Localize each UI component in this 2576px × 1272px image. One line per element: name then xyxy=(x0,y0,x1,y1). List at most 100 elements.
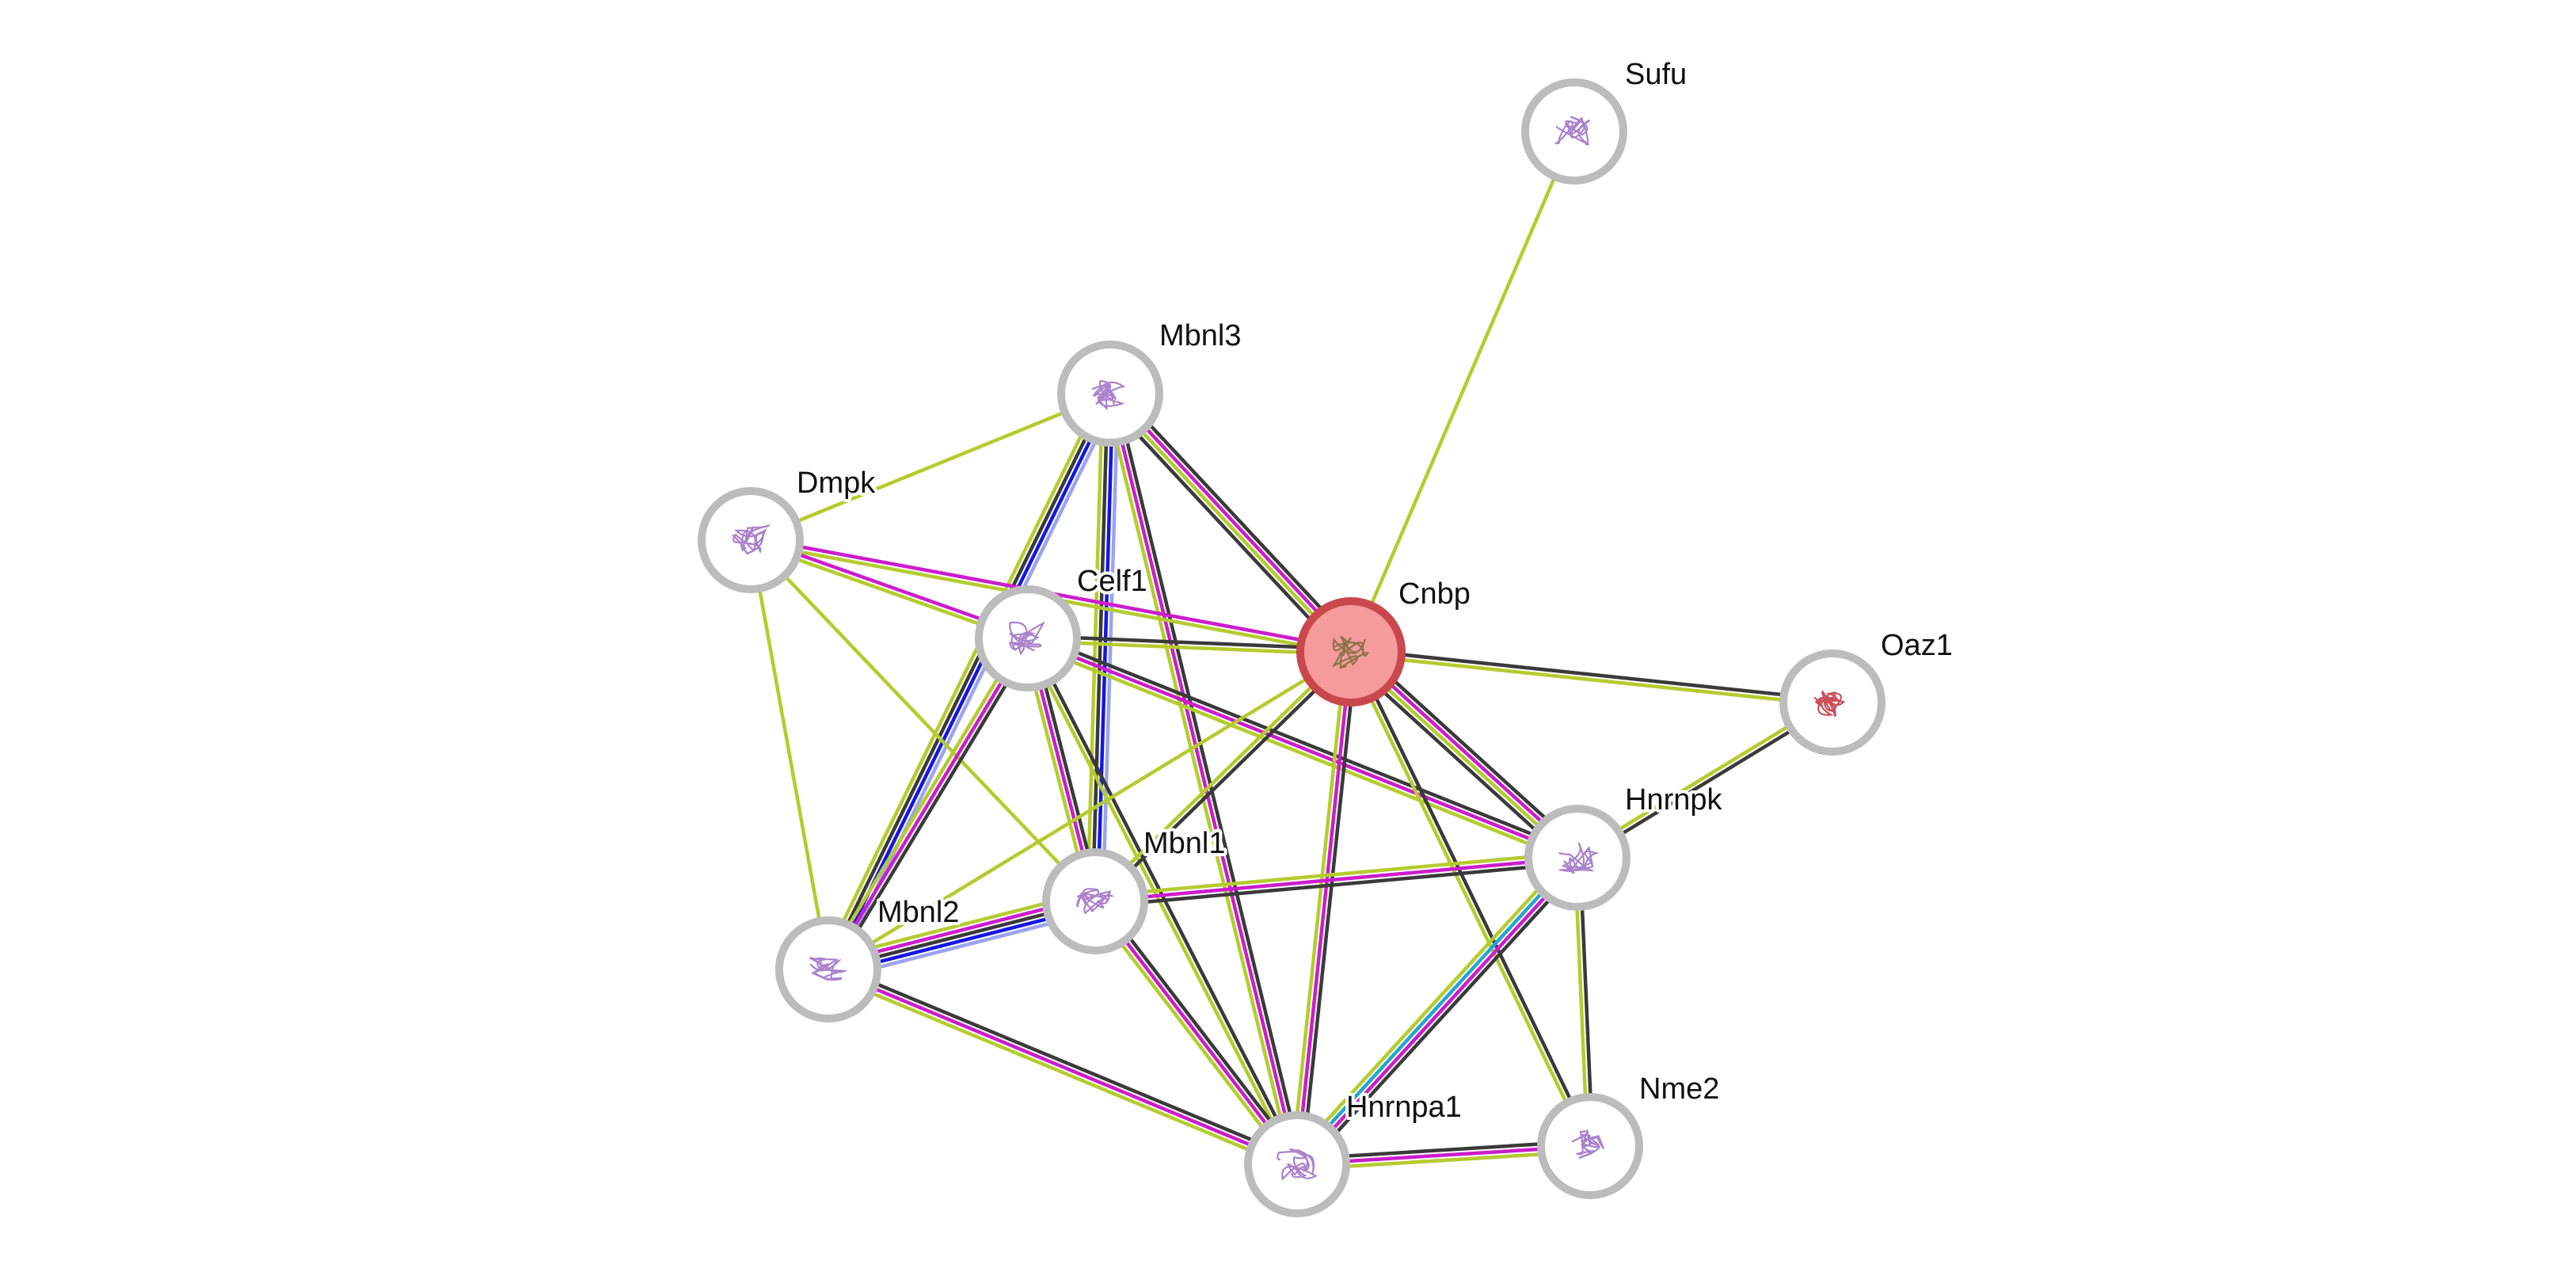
edge-strand-textmining xyxy=(1347,652,1590,1148)
edge-strand-coexpression xyxy=(1095,861,1578,908)
edge-strand-experiments xyxy=(1110,390,1355,652)
edge-strand-coexpression xyxy=(1301,862,1585,1171)
protein-structure-icon xyxy=(809,957,848,981)
protein-structure-icon xyxy=(732,524,771,555)
edges-layer xyxy=(748,131,1835,1171)
edge-mbnl1-hnrnpa1[interactable] xyxy=(1090,897,1303,1169)
node-hnrnpa1[interactable]: Hnrnpa1 xyxy=(1244,1087,1465,1217)
edge-strand-coexpression xyxy=(829,962,1300,1162)
node-ring xyxy=(1296,597,1406,706)
node-label: Hnrnpa1 xyxy=(1346,1091,1462,1124)
node-label: Oaz1 xyxy=(1881,629,1953,662)
edge-strand-textmining xyxy=(827,650,1353,971)
node-label: Mbnl1 xyxy=(1143,827,1226,860)
node-mbnl3[interactable]: Mbnl3 xyxy=(1057,316,1245,447)
edge-strand-coexpression xyxy=(1090,393,1110,901)
node-label: Mbnl3 xyxy=(1159,319,1242,352)
node-sufu[interactable]: Sufu xyxy=(1521,55,1690,185)
edge-strand-coexpression xyxy=(1351,647,1833,703)
edge-strand-textmining xyxy=(1092,649,1351,901)
edge-celf1-mbnl2[interactable] xyxy=(822,634,1034,973)
node-ring xyxy=(1524,805,1630,911)
edge-hnrnpk-hnrnpa1[interactable] xyxy=(1290,851,1585,1171)
node-nme2[interactable]: Nme2 xyxy=(1537,1069,1722,1199)
edge-strand-coexpression xyxy=(1029,631,1581,855)
edge-mbnl3-dmpk[interactable] xyxy=(750,391,1111,543)
edge-strand-coexpression xyxy=(824,391,1110,969)
node-ring xyxy=(975,585,1081,691)
node-cnbp[interactable]: Cnbp xyxy=(1296,574,1474,706)
edge-strand-experiments xyxy=(1295,651,1353,1165)
node-label: Mbnl2 xyxy=(877,896,960,929)
node-ring xyxy=(1521,78,1627,185)
node-ring xyxy=(698,487,804,593)
node-ring xyxy=(1244,1111,1350,1217)
edge-cnbp-nme2[interactable] xyxy=(1347,649,1594,1148)
node-label: Cnbp xyxy=(1398,577,1471,611)
edge-strand-databases xyxy=(1293,855,1577,1164)
node-mbnl2[interactable]: Mbnl2 xyxy=(775,893,963,1023)
edge-strand-textmining xyxy=(825,972,1296,1171)
node-label: Nme2 xyxy=(1639,1072,1719,1106)
edge-mbnl2-hnrnpa1[interactable] xyxy=(825,962,1300,1171)
node-label: Celf1 xyxy=(1077,565,1147,598)
edge-strand-homology xyxy=(1095,394,1115,902)
edge-strand-textmining xyxy=(1025,641,1577,865)
edge-strand-experiments xyxy=(827,637,1029,971)
edge-strand-textmining xyxy=(1094,851,1577,898)
edge-strand-textmining xyxy=(748,539,831,970)
node-ring xyxy=(1042,848,1148,954)
node-oaz1[interactable]: Oaz1 xyxy=(1779,626,1956,756)
edge-mbnl3-mbnl1[interactable] xyxy=(1086,393,1120,902)
node-mbnl1[interactable]: Mbnl1 xyxy=(1042,824,1229,954)
protein-structure-icon xyxy=(1331,635,1369,669)
edge-cnbp-oaz1[interactable] xyxy=(1350,647,1833,707)
edge-strand-experiments xyxy=(1094,855,1578,904)
edge-cnbp-hnrnpa1[interactable] xyxy=(1290,651,1358,1165)
edge-strand-coexpression xyxy=(1098,897,1303,1163)
edge-sufu-cnbp[interactable] xyxy=(1349,131,1577,653)
edge-strand-textmining xyxy=(1350,652,1832,707)
edge-strand-textmining xyxy=(820,389,1105,967)
edge-strand-textmining xyxy=(1290,851,1573,1160)
protein-structure-icon xyxy=(1554,116,1591,146)
edge-strand-coexpression xyxy=(1351,649,1594,1146)
protein-structure-icon xyxy=(1571,1128,1604,1159)
node-label: Sufu xyxy=(1625,58,1687,91)
edge-strand-experiments xyxy=(1108,393,1299,1165)
edge-celf1-hnrnpk[interactable] xyxy=(1025,631,1581,865)
edge-mbnl3-hnrnpa1[interactable] xyxy=(1103,391,1304,1167)
edge-strand-textmining xyxy=(1290,651,1348,1164)
edge-strand-textmining xyxy=(1103,394,1294,1167)
protein-structure-icon xyxy=(1091,379,1126,411)
protein-structure-icon xyxy=(1558,842,1600,874)
edge-strand-coexpression xyxy=(1095,652,1354,904)
edge-strand-textmining xyxy=(1106,394,1351,655)
node-hnrnpk[interactable]: Hnrnpk xyxy=(1524,780,1726,911)
edge-strand-textmining xyxy=(1086,393,1105,901)
edge-strand-experiments xyxy=(1094,900,1299,1166)
edge-strand-experiments xyxy=(828,967,1298,1167)
protein-structure-icon xyxy=(1277,1148,1318,1181)
edge-strand-experiments xyxy=(1297,858,1581,1167)
node-label: Hnrnpk xyxy=(1625,783,1722,817)
edge-cnbp-mbnl2[interactable] xyxy=(827,650,1353,971)
edge-strand-experiments xyxy=(1027,636,1578,860)
node-celf1[interactable]: Celf1 xyxy=(975,562,1151,691)
edge-dmpk-mbnl2[interactable] xyxy=(748,539,831,970)
protein-structure-icon xyxy=(1813,689,1846,718)
edge-strand-textmining xyxy=(822,634,1025,968)
protein-structure-icon xyxy=(1076,888,1115,915)
edge-strand-textmining xyxy=(750,391,1111,543)
edge-hnrnpk-mbnl1[interactable] xyxy=(1094,851,1578,908)
edge-strand-coexpression xyxy=(1103,398,1347,659)
edge-strand-coexpression xyxy=(831,640,1034,973)
edge-mbnl3-cnbp[interactable] xyxy=(1103,387,1358,659)
node-dmpk[interactable]: Dmpk xyxy=(698,463,879,593)
edge-strand-textmining xyxy=(1090,903,1295,1169)
edge-cnbp-mbnl1[interactable] xyxy=(1092,649,1354,904)
edge-strand-textmining xyxy=(1349,131,1577,653)
edge-strand-coexpression xyxy=(1114,387,1358,648)
